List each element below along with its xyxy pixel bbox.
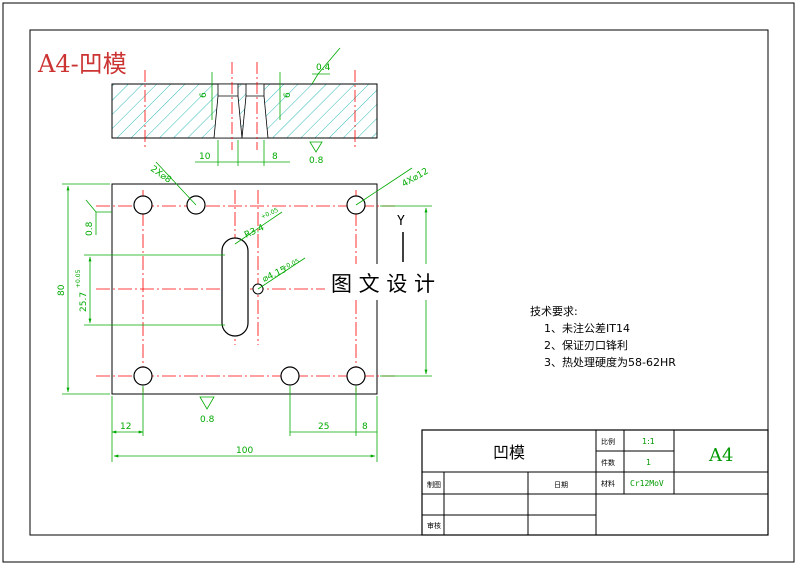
title-part-name: 凹模 — [493, 443, 525, 462]
tech-item-3: 3、热处理硬度为58-62HR — [544, 355, 676, 369]
dim-height-total: 80 — [57, 284, 67, 296]
dim-height-slot-tol: +0.05 — [75, 269, 82, 288]
dim-pitch-right: 25 — [318, 422, 329, 432]
title-sheet-size: A4 — [708, 445, 733, 466]
title-drawn-label: 制图 — [427, 480, 441, 489]
dim-width-left: 10 — [199, 152, 211, 162]
tech-requirements: 技术要求: 1、未注公差IT14 2、保证刃口锋利 3、热处理硬度为58-62H… — [530, 305, 676, 369]
hole-bottom-right — [346, 366, 366, 386]
dim-slot-radius-tol: +0.05 — [260, 207, 280, 221]
hole-bottom-mid — [280, 366, 300, 386]
title-material-value: Cr12MoV — [630, 479, 664, 488]
watermark: 图 文 设 计 — [331, 272, 435, 296]
tech-heading: 技术要求: — [530, 305, 578, 318]
dim-slot-radius: R3.4 — [243, 223, 266, 241]
section-opening-right — [241, 83, 269, 139]
roughness-side: 0.8 — [85, 221, 95, 236]
title-block — [421, 429, 769, 536]
dim-edge-left: 12 — [120, 422, 131, 432]
tech-item-1: 1、未注公差IT14 — [544, 321, 630, 335]
roughness-symbol — [309, 141, 323, 153]
title-scale-label: 比例 — [601, 437, 615, 446]
title-qty-label: 件数 — [601, 458, 615, 467]
title-material-label: 材料 — [601, 479, 615, 488]
dim-holes-4x: 4X⌀12 — [401, 167, 431, 190]
roughness-section-bottom: 0.8 — [309, 156, 324, 166]
plan-view: 2X⌀8 4X⌀12 R3.4 +0.05 ⌀4.15 +0.05 80 25.… — [57, 161, 432, 462]
hole-bottom-left — [133, 366, 153, 386]
dim-depth-left: 6 — [199, 92, 209, 98]
section-view: 6 6 10 8 0.4 0.8 — [111, 47, 378, 166]
sheet-label: A4-凹模 — [37, 50, 127, 78]
hole-top-left — [133, 195, 153, 215]
title-scale-value: 1:1 — [642, 437, 655, 446]
roughness-plan-bottom: 0.8 — [200, 415, 215, 425]
dim-width-total: 100 — [236, 446, 253, 456]
drawing-frame — [29, 29, 769, 536]
symbol-y: Y — [397, 214, 405, 229]
slot — [221, 237, 249, 337]
dim-width-right: 8 — [272, 152, 278, 162]
dim-depth-right: 6 — [283, 92, 293, 98]
dim-edge-right: 8 — [362, 422, 368, 432]
title-qty-value: 1 — [646, 458, 651, 467]
section-opening-left — [213, 83, 243, 139]
dim-height-slot: 25.7 — [79, 292, 89, 312]
dim-slot-hole-tol: +0.05 — [281, 258, 301, 272]
roughness-section-top: 0.4 — [316, 63, 331, 73]
watermark-bg — [325, 264, 475, 300]
tech-item-2: 2、保证刃口锋利 — [544, 338, 628, 352]
title-check-label: 审核 — [427, 521, 441, 530]
title-date-label: 日期 — [554, 481, 568, 489]
